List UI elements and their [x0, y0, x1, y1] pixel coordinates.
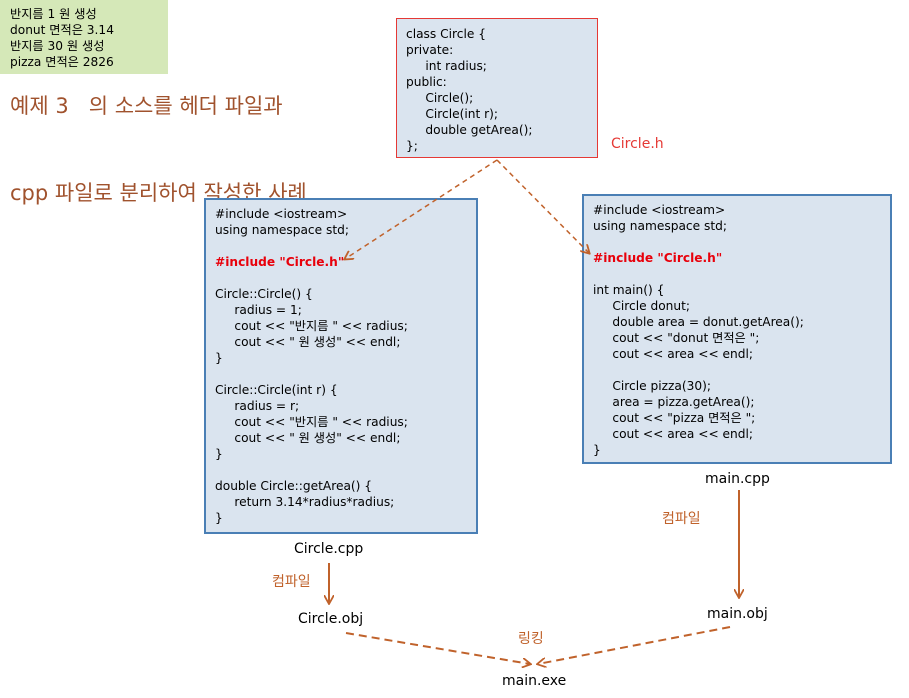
code-line: cout << area << endl;: [593, 347, 754, 361]
code-line: }: [593, 443, 601, 457]
code-line: cout << area << endl;: [593, 427, 754, 441]
code-line: int radius;: [406, 59, 487, 73]
circle-obj-label: Circle.obj: [298, 611, 364, 627]
header-file-name: Circle.h: [611, 136, 664, 152]
code-line: #include <iostream>: [215, 207, 348, 221]
code-line: radius = 1;: [215, 303, 302, 317]
output-line: 반지름 1 원 생성: [10, 7, 97, 21]
output-line: donut 면적은 3.14: [10, 23, 114, 37]
compile-label-circle: 컴파일: [272, 574, 311, 590]
code-line: }: [215, 447, 223, 461]
code-line: }: [215, 351, 223, 365]
circle-cpp-file-name: Circle.cpp: [294, 541, 364, 557]
main-cpp-file-name: main.cpp: [705, 471, 770, 487]
code-line: public:: [406, 75, 447, 89]
slide-title: 예제 3 의 소스를 헤더 파일과 cpp 파일로 분리하여 작성한 사례: [10, 34, 307, 237]
code-line: int main() {: [593, 283, 665, 297]
link-arrow-main-obj: [538, 626, 731, 664]
compile-label-main: 컴파일: [662, 511, 701, 527]
code-line: Circle(int r);: [406, 107, 498, 121]
code-line: return 3.14*radius*radius;: [215, 495, 395, 509]
link-arrow-circle-obj: [345, 632, 530, 664]
code-line: class Circle {: [406, 27, 486, 41]
code-line: cout << "반지름 " << radius;: [215, 319, 408, 333]
main-obj-label: main.obj: [707, 606, 768, 622]
include-arrow-to-circle-cpp: [345, 159, 498, 259]
include-header-line: #include "Circle.h": [593, 251, 723, 265]
code-line: #include <iostream>: [593, 203, 726, 217]
code-line: cout << "반지름 " << radius;: [215, 415, 408, 429]
code-line: cout << " 원 생성" << endl;: [215, 431, 401, 445]
code-line: double getArea();: [406, 123, 533, 137]
code-line: radius = r;: [215, 399, 300, 413]
circle-cpp-code-box: #include <iostream> using namespace std; #…: [204, 198, 478, 534]
code-line: Circle pizza(30);: [593, 379, 711, 393]
main-cpp-code-box: #include <iostream> using namespace std; #…: [582, 194, 892, 464]
code-line: };: [406, 139, 418, 153]
code-line: cout << "pizza 면적은 ";: [593, 411, 756, 425]
include-arrow-to-main-cpp: [496, 159, 589, 253]
code-line: using namespace std;: [215, 223, 349, 237]
code-line: Circle();: [406, 91, 474, 105]
code-line: double area = donut.getArea();: [593, 315, 804, 329]
code-line: double Circle::getArea() {: [215, 479, 373, 493]
code-line: cout << "donut 면적은 ";: [593, 331, 760, 345]
program-output-box: 반지름 1 원 생성 donut 면적은 3.14 반지름 30 원 생성 pi…: [0, 0, 168, 74]
slide-title-line-1: 예제 3 의 소스를 헤더 파일과: [10, 94, 283, 118]
code-line: Circle donut;: [593, 299, 690, 313]
code-line: cout << " 원 생성" << endl;: [215, 335, 401, 349]
main-exe-label: main.exe: [502, 673, 567, 689]
code-line: area = pizza.getArea();: [593, 395, 755, 409]
code-line: private:: [406, 43, 454, 57]
include-header-line: #include "Circle.h": [215, 255, 345, 269]
output-line: 반지름 30 원 생성: [10, 39, 105, 53]
link-label: 링킹: [518, 631, 544, 647]
code-line: }: [215, 511, 223, 525]
code-line: Circle::Circle(int r) {: [215, 383, 338, 397]
code-line: Circle::Circle() {: [215, 287, 313, 301]
output-line: pizza 면적은 2826: [10, 55, 114, 69]
header-file-code-box: class Circle { private: int radius; publ…: [396, 18, 598, 158]
code-line: using namespace std;: [593, 219, 727, 233]
